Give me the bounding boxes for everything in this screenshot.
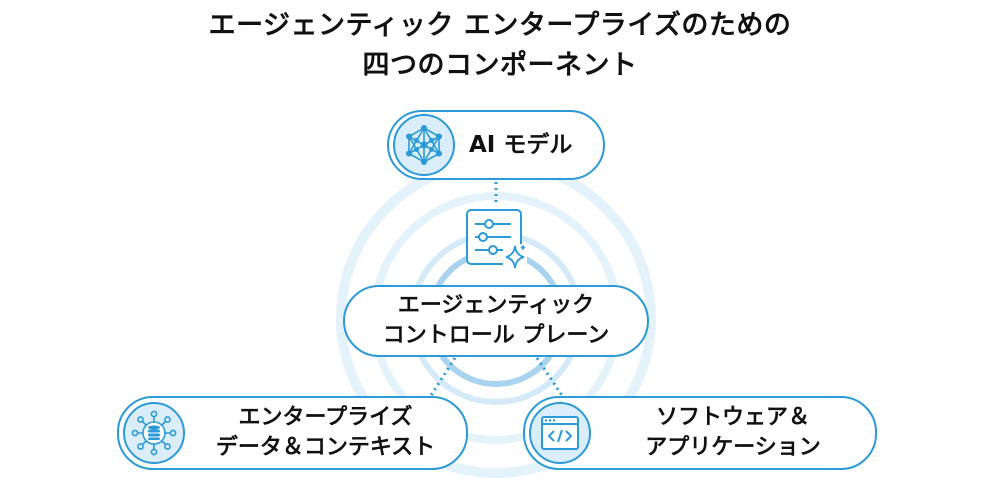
connector-data: [426, 357, 457, 401]
ai-model-label: AI モデル: [469, 132, 573, 158]
page-title: エージェンティック エンタープライズのための 四つのコンポーネント: [0, 6, 1000, 86]
enterprise-data-label: エンタープライズ データ＆コンテキスト: [185, 403, 466, 463]
control-plane-label-line-1: エージェンティック: [397, 293, 595, 318]
control-plane-label: エージェンティック コントロール プレーン: [345, 291, 647, 351]
control-plane-component: エージェンティック コントロール プレーン: [343, 285, 649, 357]
software-apps-component: ソフトウェア＆ アプリケーション: [523, 396, 877, 470]
software-apps-label: ソフトウェア＆ アプリケーション: [591, 403, 875, 463]
title-line-2: 四つのコンポーネント: [362, 50, 638, 81]
enterprise-data-label-line-1: エンタープライズ: [238, 405, 413, 430]
control-plane-label-line-2: コントロール プレーン: [382, 323, 610, 348]
software-apps-label-line-2: アプリケーション: [645, 435, 821, 460]
code-window-icon: [529, 402, 591, 464]
software-apps-label-line-1: ソフトウェア＆: [655, 405, 810, 430]
connector-apps: [535, 357, 567, 401]
database-network-icon: [123, 402, 185, 464]
enterprise-data-label-line-2: データ＆コンテキスト: [215, 435, 436, 460]
ai-model-component: AI モデル: [387, 110, 605, 180]
title-line-1: エージェンティック エンタープライズのための: [208, 10, 792, 41]
neural-network-icon: [393, 114, 455, 176]
enterprise-data-component: エンタープライズ データ＆コンテキスト: [117, 396, 468, 470]
sliders-sparkle-icon: [466, 209, 527, 270]
